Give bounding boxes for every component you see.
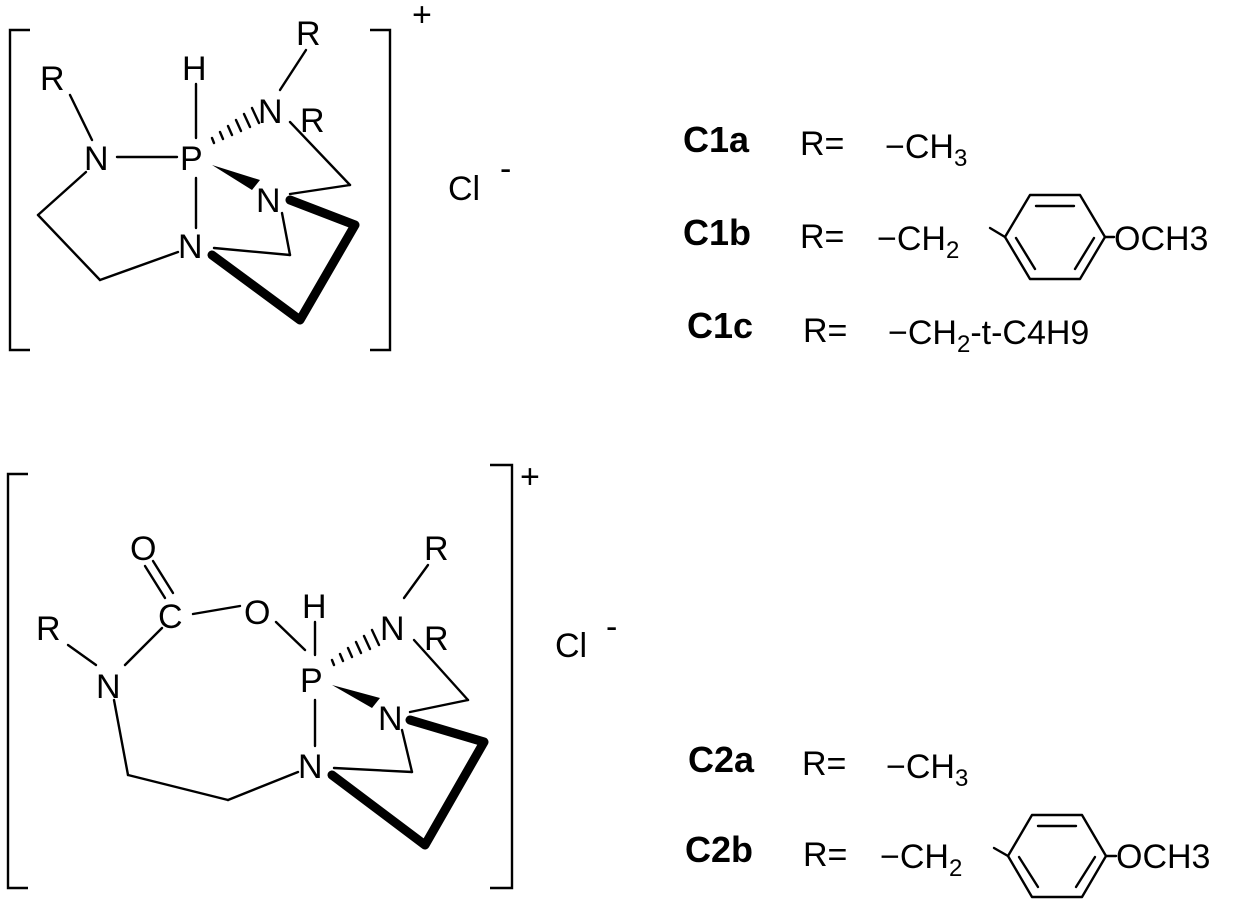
r-equals: R= <box>803 312 847 350</box>
substituent: −CH2 <box>880 838 962 882</box>
bond-c-o-double-a <box>143 564 167 600</box>
substituent-tail: OCH3 <box>1116 838 1210 876</box>
solid-wedge-bond-2 <box>332 685 380 708</box>
atom-n-top: N <box>258 93 283 131</box>
bond-ch2-nmid <box>408 698 470 714</box>
atom-p: P <box>180 140 203 178</box>
bond-ch2-nmid-2 <box>400 728 414 774</box>
atom-h: H <box>182 50 207 88</box>
atom-r-top: R <box>296 15 321 53</box>
atom-n-bottom: N <box>178 228 203 266</box>
atom-n-mid: N <box>378 700 403 738</box>
substituent: −CH3 <box>886 748 968 792</box>
atom-r-left: R <box>40 60 65 98</box>
bond-ch2-nmid <box>288 183 352 196</box>
bond-ch2-ch2 <box>126 773 230 802</box>
counterion-charge: - <box>500 150 511 188</box>
atom-n-left: N <box>96 668 121 706</box>
bond-c-o-double-b <box>151 559 175 595</box>
atom-r-mid: R <box>424 620 449 658</box>
substituent: −CH2 <box>877 220 959 264</box>
atom-h: H <box>302 588 327 626</box>
substituent-tail: OCH3 <box>1114 220 1208 258</box>
bond-c-nleft <box>123 626 164 667</box>
compound-c1b: C1b R= −CH2 OCH3 <box>683 193 1208 281</box>
bond-ntop-rtop <box>278 48 308 92</box>
benzene-ring-icon <box>992 813 1118 899</box>
r-equals: R= <box>803 836 847 874</box>
right-bracket <box>370 28 392 352</box>
compound-c1c: C1c R= −CH2-t-C4H9 <box>687 305 1089 358</box>
benzene-ring-icon <box>988 193 1116 281</box>
bold-bridge-2 <box>327 715 489 850</box>
bond-ch2-nmid-2 <box>280 211 292 257</box>
compound-c2a: C2a R= −CH3 <box>688 739 968 792</box>
bond-c-oester <box>191 604 242 616</box>
solid-wedge-bond <box>212 165 260 190</box>
atom-n-mid: N <box>256 182 281 220</box>
charge-plus-2: + <box>520 458 540 496</box>
counterion-charge-2: - <box>606 608 617 646</box>
structure-c1: + Cl - R N H P R N R <box>8 0 511 352</box>
bond-ntop-ch2 <box>288 120 352 187</box>
atom-r-mid: R <box>300 102 325 140</box>
atom-r-left: R <box>36 610 61 648</box>
substituent: −CH2-t-C4H9 <box>888 314 1089 358</box>
atom-n-bottom: N <box>298 748 323 786</box>
charge-plus: + <box>412 0 432 34</box>
r-equals: R= <box>802 745 846 783</box>
hashed-wedge-bond-2 <box>330 628 381 667</box>
atom-o-carbonyl: O <box>130 530 156 568</box>
compound-c1a: C1a R= −CH3 <box>683 119 967 172</box>
bond-r-nleft <box>66 643 98 667</box>
atom-c-carbonyl: C <box>158 598 183 636</box>
substituent: −CH3 <box>885 128 967 172</box>
r-equals: R= <box>800 125 844 163</box>
bond-ch2-ch2 <box>36 213 102 282</box>
counterion-cl: Cl <box>448 170 480 208</box>
structure-c2: + Cl - O C O R N <box>6 458 617 890</box>
bond-nbottom-ch2 <box>332 766 414 774</box>
bond-ntop-rtop <box>402 563 430 600</box>
left-bracket-2 <box>6 472 28 890</box>
bond-r-nleft <box>68 93 94 142</box>
right-bracket-2 <box>490 463 514 890</box>
bond-ch2-nbottom <box>226 770 300 802</box>
atom-n-left: N <box>84 140 109 178</box>
atom-p: P <box>300 662 323 700</box>
compound-label: C1c <box>687 305 753 346</box>
r-equals: R= <box>800 218 844 256</box>
bond-nbottom-ch2 <box>212 246 292 257</box>
bond-nleft-ch2 <box>36 170 88 217</box>
bond-nleft-ch2 <box>112 698 130 777</box>
bond-oester-p <box>274 620 307 652</box>
atom-n-top: N <box>380 610 405 648</box>
bond-ntop-ch2 <box>412 638 470 702</box>
bold-bridge <box>207 195 360 325</box>
hashed-wedge-bond <box>210 106 261 145</box>
compound-c2b: C2b R= −CH2 OCH3 <box>685 813 1210 899</box>
atom-o-ester: O <box>244 594 270 632</box>
compound-label: C2a <box>688 739 755 780</box>
counterion-cl-2: Cl <box>555 627 587 665</box>
compound-label: C1a <box>683 119 750 160</box>
left-bracket <box>8 28 30 352</box>
compound-label: C1b <box>683 212 751 253</box>
compound-label: C2b <box>685 829 753 870</box>
atom-r-top: R <box>424 530 449 568</box>
bond-ch2-nbottom <box>98 250 180 282</box>
